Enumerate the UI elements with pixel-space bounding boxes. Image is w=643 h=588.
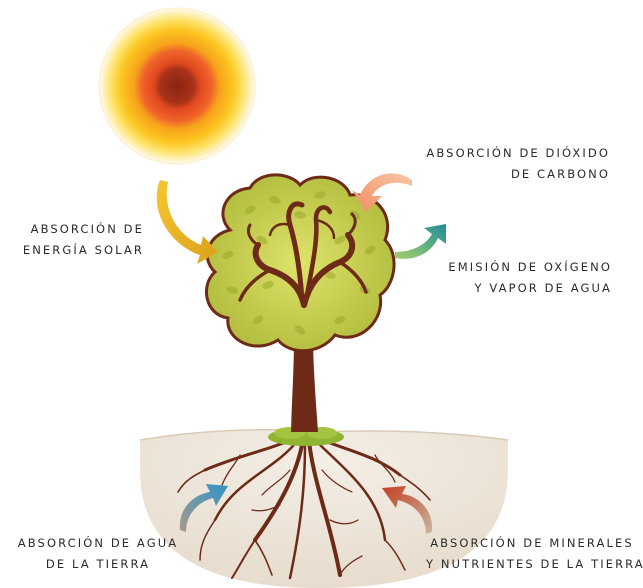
label-oxygen-line-2: Y VAPOR DE AGUA: [420, 278, 612, 299]
label-minerals-line-2: Y NUTRIENTES DE LA TIERRA: [426, 554, 638, 575]
label-water-line-2: DE LA TIERRA: [8, 554, 188, 575]
label-water: ABSORCIÓN DE AGUA DE LA TIERRA: [8, 533, 188, 575]
label-oxygen: EMISIÓN DE OXÍGENO Y VAPOR DE AGUA: [420, 257, 612, 299]
label-co2-line-1: ABSORCIÓN DE DIÓXIDO: [380, 143, 610, 164]
label-solar-line-1: ABSORCIÓN DE: [20, 219, 144, 240]
label-water-line-1: ABSORCIÓN DE AGUA: [8, 533, 188, 554]
label-oxygen-line-1: EMISIÓN DE OXÍGENO: [420, 257, 612, 278]
oxygen-arrow-icon: [395, 224, 446, 259]
sun-icon: [99, 8, 255, 164]
label-minerals-line-1: ABSORCIÓN DE MINERALES: [426, 533, 638, 554]
label-co2-line-2: DE CARBONO: [380, 164, 610, 185]
solar-arrow-icon: [157, 180, 218, 264]
label-minerals: ABSORCIÓN DE MINERALES Y NUTRIENTES DE L…: [426, 533, 638, 575]
label-solar: ABSORCIÓN DE ENERGÍA SOLAR: [20, 219, 144, 261]
label-co2: ABSORCIÓN DE DIÓXIDO DE CARBONO: [380, 143, 610, 185]
label-solar-line-2: ENERGÍA SOLAR: [20, 240, 144, 261]
